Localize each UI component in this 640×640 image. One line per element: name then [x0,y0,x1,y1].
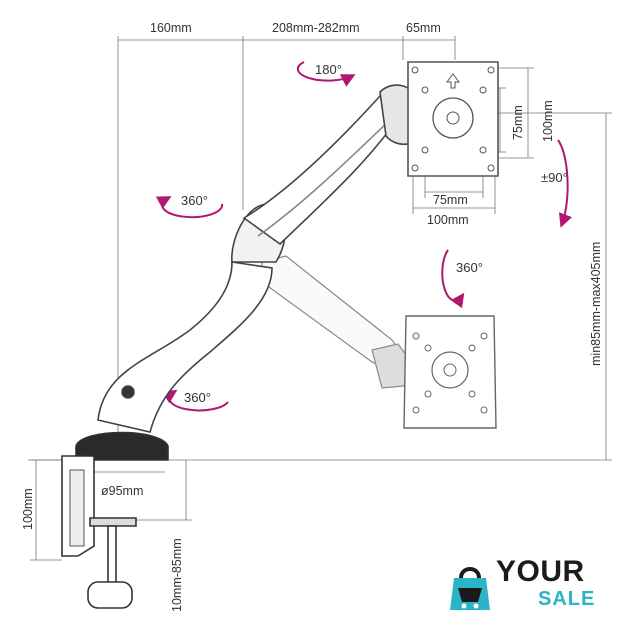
rotation-arrows [155,61,573,412]
rotation-arrow-upper-joint [155,196,224,219]
dim-vesa-100-horizontal: 100mm [427,213,469,227]
rotation-label-upper-joint: 360° [181,193,208,208]
rotation-arrow-top [296,61,356,87]
dim-vesa-75-horizontal: 75mm [433,193,468,207]
rotation-arrow-lower-joint [441,249,465,309]
clamp-screw [107,525,117,585]
dim-arm-first-length: 160mm [150,21,192,35]
rotation-label-lower-joint: 360° [456,260,483,275]
rotation-label-tilt: ±90° [541,170,568,185]
upper-arm-segment [242,94,406,246]
dim-vesa-75-vertical: 75mm [511,105,525,140]
lower-arm-ghost [261,255,411,389]
rotation-label-base: 360° [184,390,211,405]
dim-arm-second-length: 208mm-282mm [272,21,360,35]
brand-name-top: YOUR [496,555,585,588]
clamp-plate [89,517,137,527]
dim-base-diameter: ø95mm [101,484,143,498]
brand-logo: YOUR SALE [446,556,596,618]
dim-clamp-height: 100mm [21,488,35,530]
dimension-labels: 160mm 208mm-282mm 65mm 75mm 100mm 75mm 1… [21,21,603,612]
desk-clamp [61,431,169,609]
dim-plate-offset: 65mm [406,21,441,35]
dim-desk-thickness: 10mm-85mm [170,538,184,612]
upper-vesa-plate [407,61,499,177]
shopping-bag-icon [450,567,490,610]
base-dome [75,431,169,461]
dim-height-range: min85mm-max405mm [589,242,603,366]
clamp-knob [87,581,133,609]
rotation-labels: 180° ±90° 360° 360° 360° [181,62,568,405]
brand-name-bottom: SALE [538,588,596,610]
rotation-arrow-tilt [557,139,573,228]
dim-vesa-100-vertical: 100mm [541,100,555,142]
lower-arm-segment [97,261,273,433]
rotation-arrow-base [161,389,229,412]
rotation-label-top: 180° [315,62,342,77]
main-arm [97,84,421,433]
lower-vesa-plate [403,315,497,429]
